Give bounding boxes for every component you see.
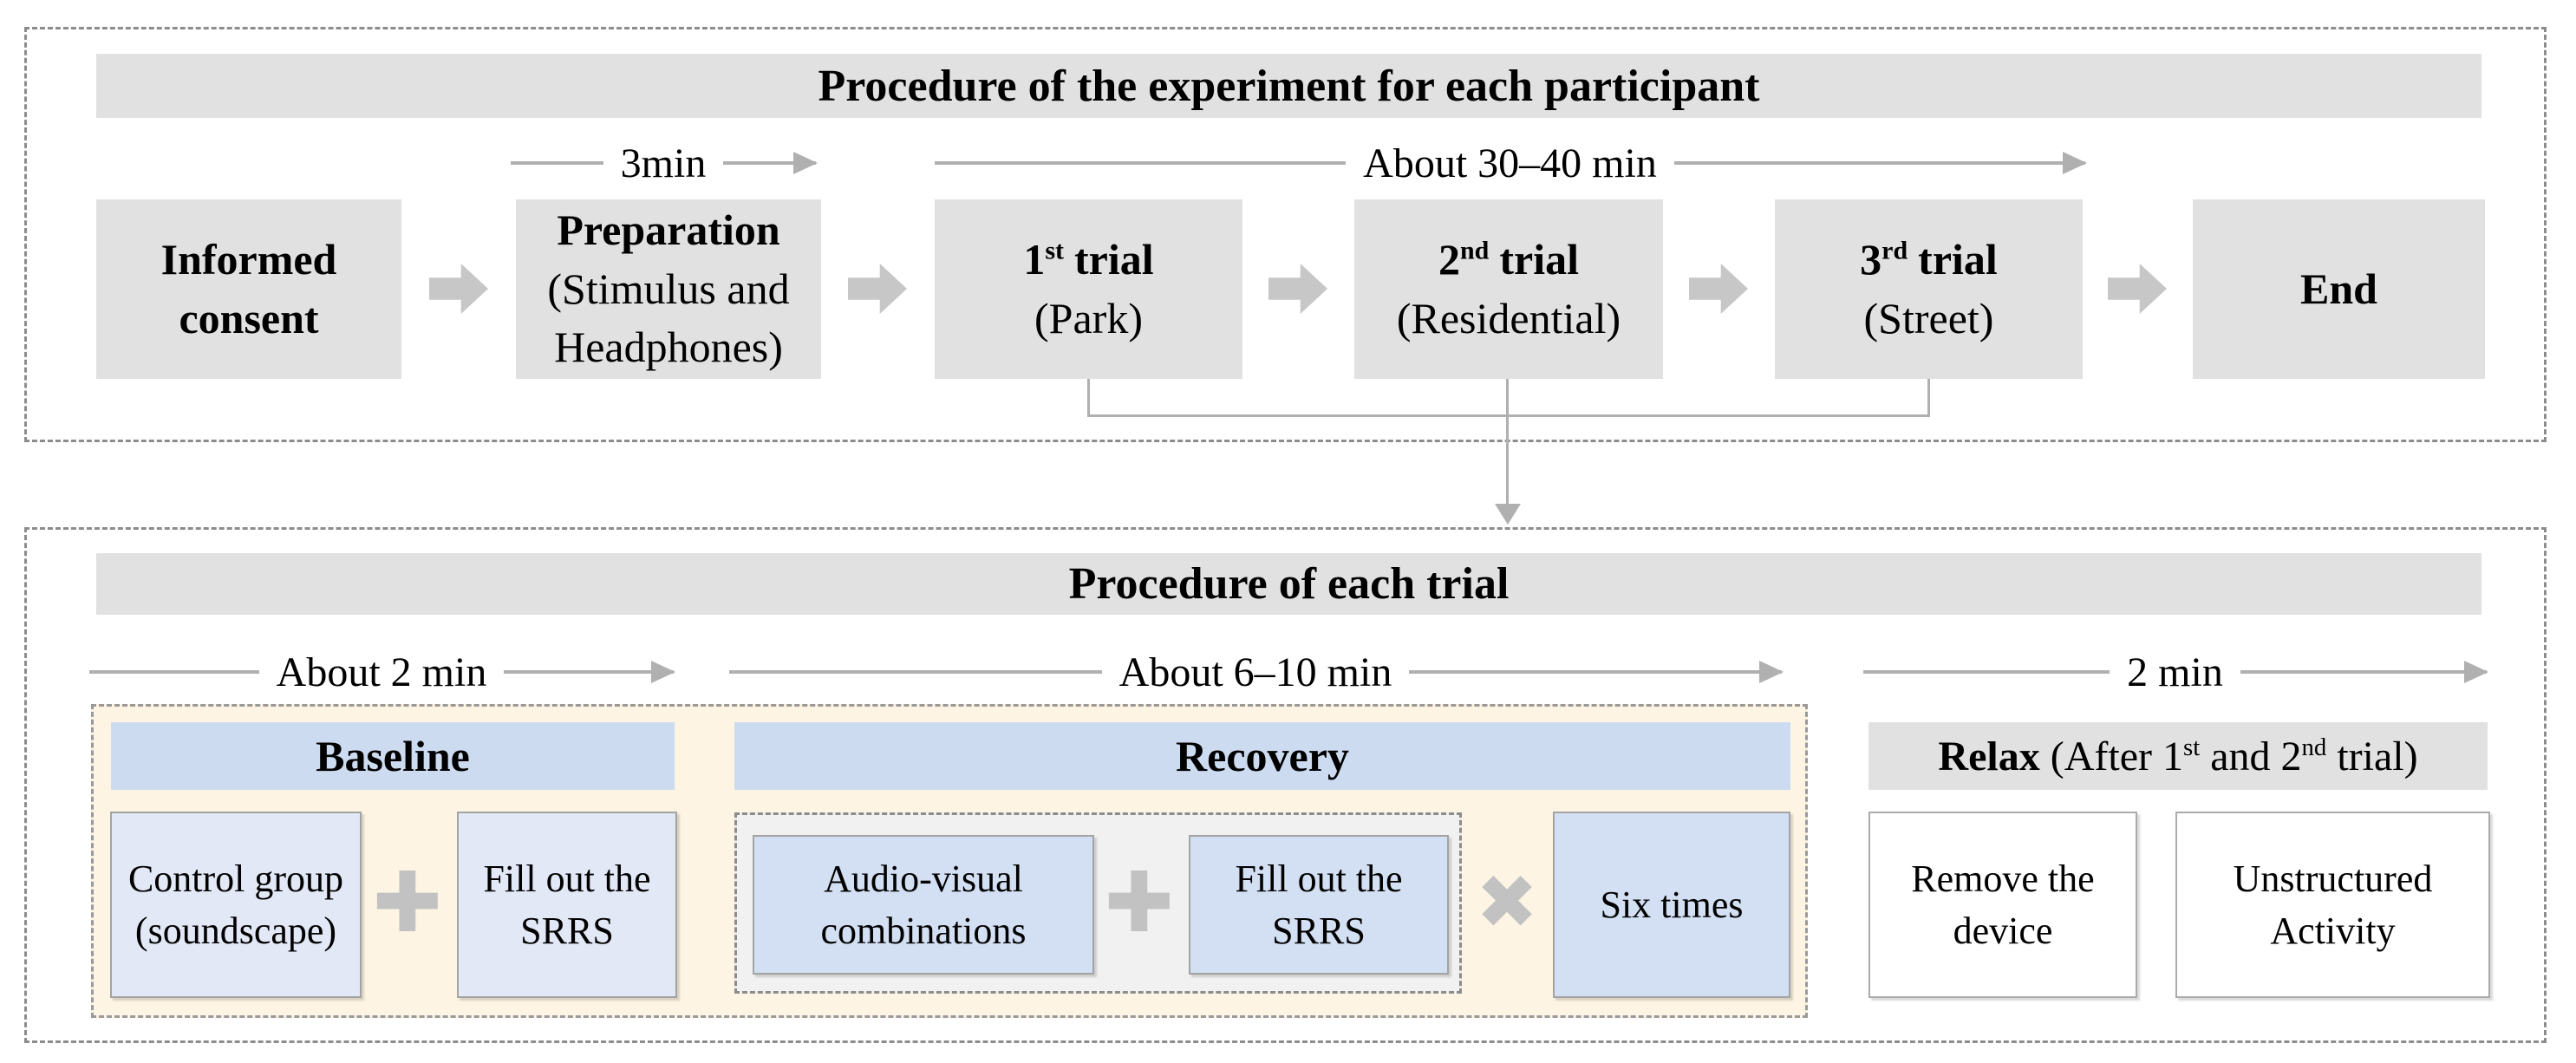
trial-title-bar: Procedure of each trial: [96, 553, 2481, 615]
connector-stub-trial1: [1087, 379, 1090, 417]
timing-arrowhead-icon: [2240, 670, 2488, 674]
timing-arrow-6-10min: About 6–10 min: [729, 649, 1783, 695]
step-end: End: [2193, 199, 2485, 379]
unstructured-activity-box: Unstructured Activity: [2175, 812, 2490, 998]
timing-line: [1863, 670, 2110, 674]
baseline-header: Baseline: [111, 722, 675, 790]
timing-label: About 30–40 min: [1363, 140, 1657, 186]
timing-label: 2 min: [2127, 649, 2223, 695]
timing-arrowhead-icon: [1673, 161, 2086, 165]
timing-line: [511, 161, 603, 165]
trial-title: Procedure of each trial: [1068, 559, 1510, 609]
plus-icon: ✚: [1104, 854, 1175, 951]
timing-label: About 6–10 min: [1118, 649, 1392, 695]
six-times-box: Six times: [1553, 812, 1790, 998]
timing-arrow-2min: 2 min: [1863, 649, 2488, 695]
timing-arrow-about-2min: About 2 min: [89, 649, 675, 695]
timing-label: About 2 min: [276, 649, 487, 695]
audio-visual-box: Audio-visual combinations: [753, 835, 1094, 975]
recovery-header: Recovery: [734, 722, 1790, 790]
trial-section-border: [24, 527, 2547, 1043]
timing-arrow-30-40min: About 30–40 min: [935, 140, 2086, 186]
remove-device-box: Remove the device: [1868, 812, 2137, 998]
connector-horizontal: [1087, 414, 1930, 417]
timing-arrowhead-icon: [723, 161, 817, 165]
multiply-icon: ✖: [1475, 859, 1539, 946]
timing-arrowhead-icon: [504, 670, 675, 674]
step-informed-consent: Informed consent: [96, 199, 401, 379]
experiment-title: Procedure of the experiment for each par…: [818, 61, 1760, 111]
experiment-title-bar: Procedure of the experiment for each par…: [96, 54, 2481, 118]
relax-header: Relax (After 1st and 2nd trial): [1868, 722, 2488, 790]
plus-icon: ✚: [372, 854, 443, 951]
experiment-section-border: [24, 27, 2547, 442]
connector-down-line: [1506, 379, 1509, 505]
timing-arrow-3min: 3min: [511, 140, 817, 186]
connector-down-arrowhead-icon: [1495, 504, 1521, 525]
relax-header-text: Relax (After 1st and 2nd trial): [1938, 733, 2418, 779]
control-group-box: Control group (soundscape): [110, 812, 362, 998]
timing-line: [729, 670, 1102, 674]
timing-label: 3min: [620, 140, 707, 186]
step-preparation: Preparation (Stimulus and Headphones): [516, 199, 821, 379]
fill-srrs-box-baseline: Fill out the SRRS: [457, 812, 677, 998]
timing-line: [89, 670, 259, 674]
timing-arrowhead-icon: [1409, 670, 1783, 674]
fill-srrs-box-recovery: Fill out the SRRS: [1189, 835, 1449, 975]
timing-line: [935, 161, 1347, 165]
connector-stub-trial3: [1927, 379, 1930, 417]
